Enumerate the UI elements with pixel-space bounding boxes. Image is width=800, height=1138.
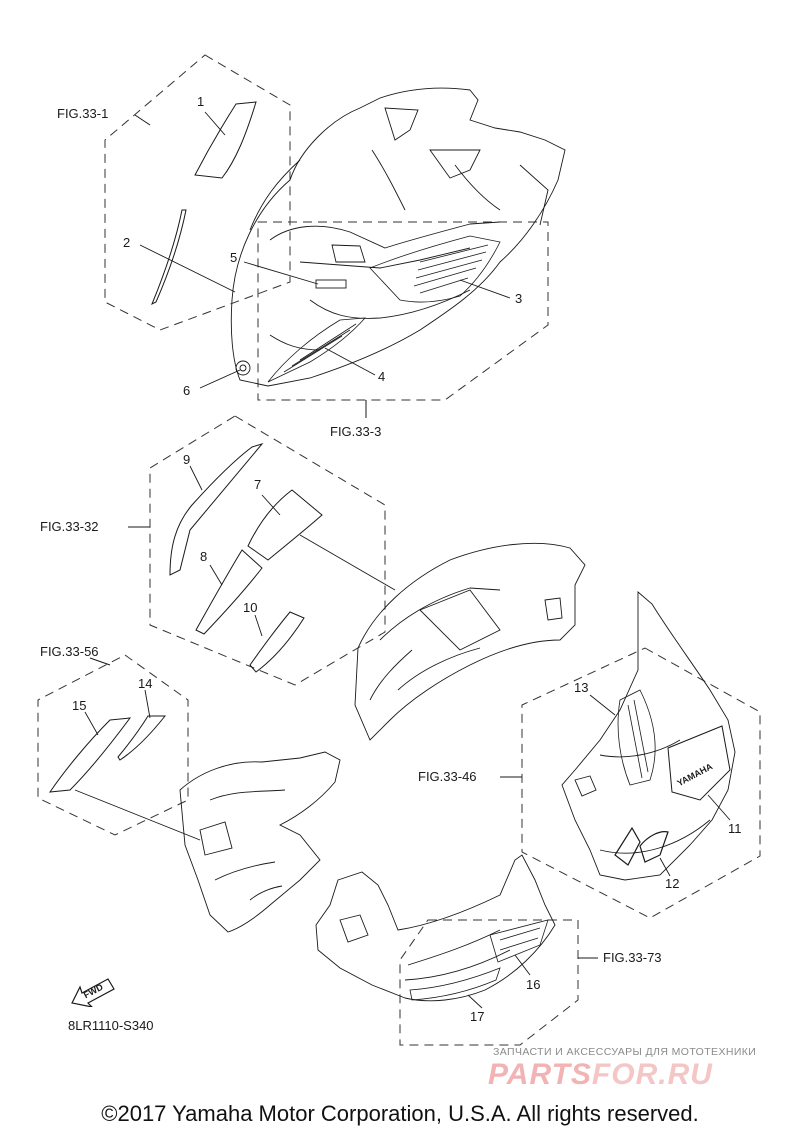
fig-33-32-group-outline xyxy=(149,415,386,686)
fig-33-1-label: FIG.33-1 xyxy=(57,106,109,121)
watermark-logo-part-a: PARTS xyxy=(488,1058,592,1091)
part-number-3: 3 xyxy=(515,291,523,306)
side-cowl xyxy=(354,542,586,741)
decal-part-17 xyxy=(409,967,501,1001)
watermark-tagline: ЗАПЧАСТИ И АКСЕССУАРЫ ДЛЯ МОТОТЕХНИКИ xyxy=(493,1046,757,1058)
part-number-6: 6 xyxy=(183,383,191,398)
fig-33-73-group-outline xyxy=(399,919,579,1046)
decal-part-10 xyxy=(249,611,305,673)
fig-33-46-label: FIG.33-46 xyxy=(418,769,477,784)
decal-part-2 xyxy=(151,209,187,306)
decal-part-16 xyxy=(489,919,549,963)
decal-part-12 xyxy=(614,826,669,866)
fig-33-56-group-outline xyxy=(37,654,189,836)
decal-part-14 xyxy=(117,715,167,761)
fig-33-56-label: FIG.33-56 xyxy=(40,644,99,659)
decal-part-9 xyxy=(169,443,264,576)
part-number-1: 1 xyxy=(197,94,205,109)
decal-part-8 xyxy=(195,549,263,635)
part-number-14: 14 xyxy=(138,676,153,691)
part-number-16: 16 xyxy=(526,977,541,992)
part-number-4: 4 xyxy=(378,369,386,384)
fig-33-3-label: FIG.33-3 xyxy=(330,424,382,439)
part-number-10: 10 xyxy=(243,600,258,615)
decal-part-3 xyxy=(369,235,501,303)
fig-33-3-group-outline xyxy=(257,221,549,401)
part-number-13: 13 xyxy=(574,680,589,695)
part-number-9: 9 xyxy=(183,452,191,467)
part-number-11: 11 xyxy=(728,821,742,836)
part-number-12: 12 xyxy=(665,876,680,891)
part-number-17: 17 xyxy=(470,1009,485,1024)
decal-part-13 xyxy=(617,689,656,786)
diagram-code: 8LR1110-S340 xyxy=(68,1018,154,1033)
emblem-part-5 xyxy=(315,279,347,289)
fig-33-32-label: FIG.33-32 xyxy=(40,519,99,534)
decal-part-7 xyxy=(247,489,323,561)
fig-33-73-label: FIG.33-73 xyxy=(603,950,662,965)
part-number-5: 5 xyxy=(230,250,238,265)
part-number-8: 8 xyxy=(200,549,208,564)
decal-part-4 xyxy=(267,317,366,383)
part-number-15: 15 xyxy=(72,698,87,713)
front-cowling xyxy=(230,87,566,387)
copyright-notice: ©2017 Yamaha Motor Corporation, U.S.A. A… xyxy=(101,1101,699,1126)
part-number-7: 7 xyxy=(254,477,262,492)
decal-part-1 xyxy=(194,101,257,179)
lower-left-cowl xyxy=(179,751,341,933)
fig-33-1-group-outline xyxy=(104,54,291,331)
fig-33-46-group-outline xyxy=(521,647,761,919)
right-side-panel xyxy=(561,591,736,881)
forward-arrow-icon xyxy=(71,978,115,1007)
decal-part-11: YAMAHA xyxy=(667,725,731,801)
part-number-2: 2 xyxy=(123,235,131,250)
decal-part-15 xyxy=(48,717,132,793)
yamaha-logo-icon: YAMAHA xyxy=(675,761,714,788)
belly-pan xyxy=(315,854,556,1002)
watermark-logo: PARTSFOR.RU xyxy=(488,1058,713,1092)
watermark-logo-part-b: FOR.RU xyxy=(591,1058,713,1091)
